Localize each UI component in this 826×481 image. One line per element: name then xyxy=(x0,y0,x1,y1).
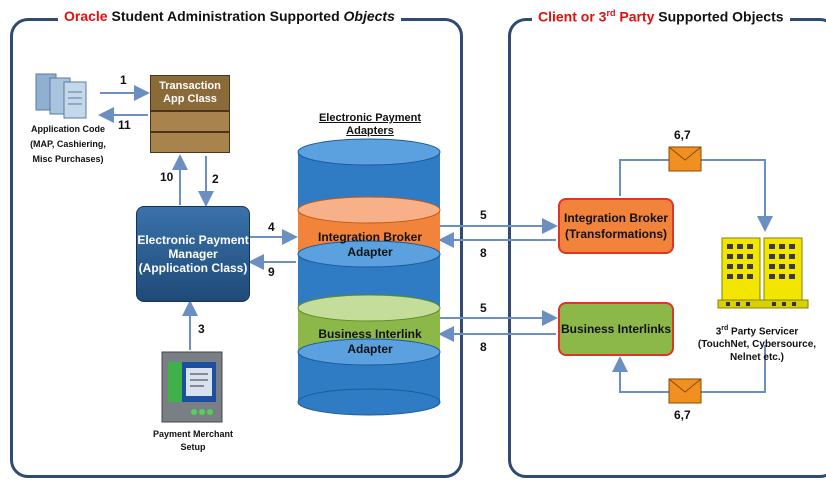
payment-merchant-icon xyxy=(161,351,223,423)
step-5-bi-label: 5 xyxy=(480,301,487,315)
step-8-ib-label: 8 xyxy=(480,246,487,260)
envelope-icon xyxy=(668,146,702,172)
servicer-buildings-icon xyxy=(717,237,809,309)
step-67-top-label: 6,7 xyxy=(674,128,691,142)
application-code-icon xyxy=(35,73,87,119)
envelope-icon xyxy=(668,378,702,404)
step-5-ib-label: 5 xyxy=(480,208,487,222)
adapters-cylinder-stack xyxy=(297,138,441,416)
step-1-label: 1 xyxy=(120,73,127,87)
step-2-label: 2 xyxy=(212,172,219,186)
electronic-payment-manager: Electronic Payment Manager (Application … xyxy=(136,206,250,302)
left-panel-title: Oracle Student Administration Supported … xyxy=(58,8,401,24)
step-9-label: 9 xyxy=(268,265,275,279)
right-panel-title: Client or 3rd Party Supported Objects xyxy=(532,8,790,25)
application-code-label: Application Code (MAP, Cashiering, Misc … xyxy=(30,124,106,164)
step-4-label: 4 xyxy=(268,220,275,234)
transaction-app-class: Transaction App Class xyxy=(150,75,230,153)
integration-broker-transformations: Integration Broker (Transformations) xyxy=(558,198,674,254)
business-interlink-adapter-label: Business Interlink Adapter xyxy=(318,327,422,356)
payment-merchant-label: Payment Merchant Setup xyxy=(152,429,234,452)
servicer-label: 3rd Party Servicer (TouchNet, Cybersourc… xyxy=(697,325,817,364)
step-11-label: 11 xyxy=(118,118,131,132)
step-8-bi-label: 8 xyxy=(480,340,487,354)
step-3-label: 3 xyxy=(198,322,205,336)
step-67-bottom-label: 6,7 xyxy=(674,408,691,422)
business-interlinks: Business Interlinks xyxy=(558,302,674,356)
integration-broker-adapter-label: Integration Broker Adapter xyxy=(317,230,422,259)
adapters-title: Electronic Payment Adapters xyxy=(318,112,422,137)
step-10-label: 10 xyxy=(160,170,174,184)
